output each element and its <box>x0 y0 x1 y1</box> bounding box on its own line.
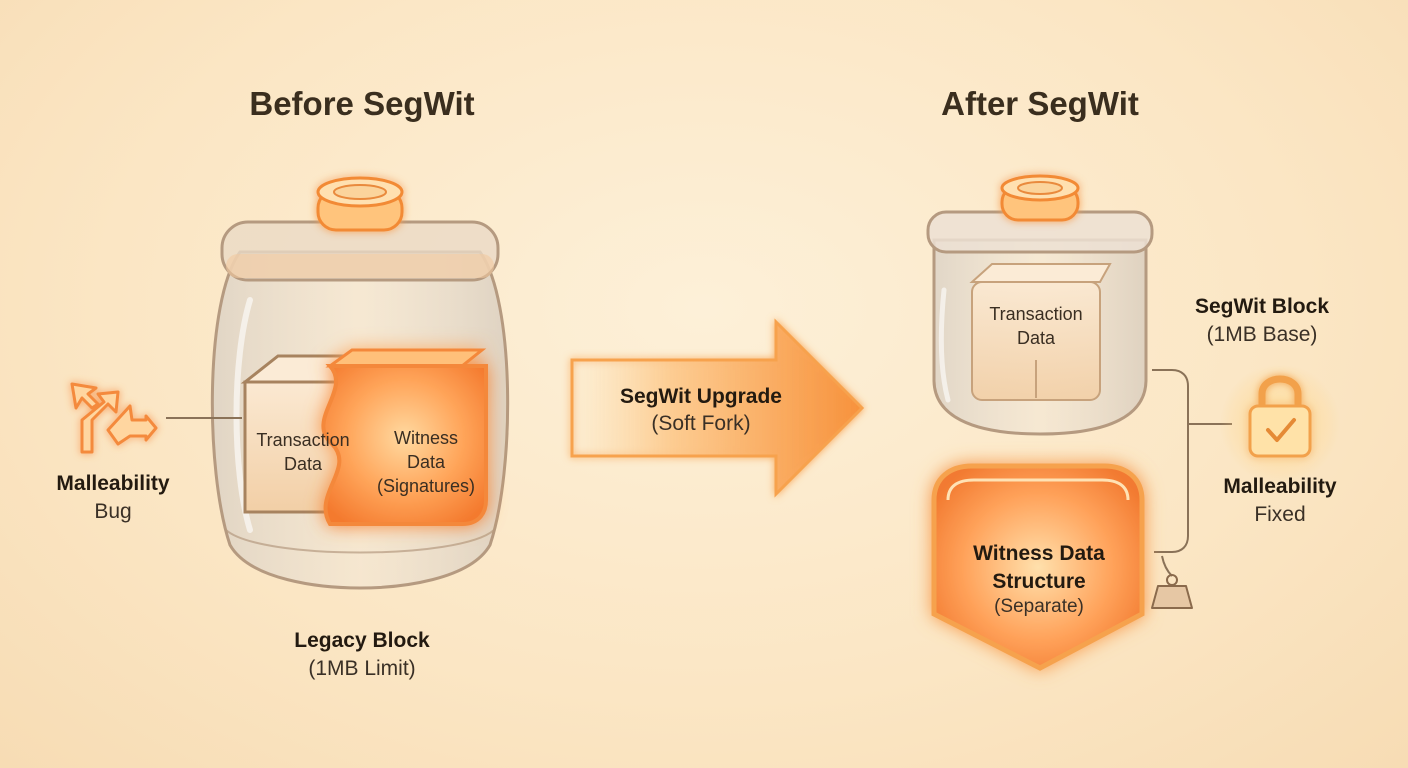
witness-structure-sublabel: (Separate) <box>994 596 1084 617</box>
segwit-upgrade-arrow <box>570 318 865 498</box>
legacy-jar-cap <box>316 176 404 232</box>
segwit-tx-label-line2: Data <box>1016 328 1056 348</box>
segwit-tx-label-line1: Transaction <box>989 304 1083 324</box>
malleability-fixed-label: Malleability <box>1223 475 1337 498</box>
lock-icon <box>1220 364 1340 484</box>
after-segwit-title: After SegWit <box>941 85 1139 122</box>
segwit-block-sublabel: (1MB Base) <box>1206 323 1318 346</box>
legacy-block-sublabel: (1MB Limit) <box>308 657 416 680</box>
segwit-jar-cap <box>1000 174 1080 222</box>
before-segwit-title: Before SegWit <box>249 85 475 122</box>
legacy-witness-label-line2: Data <box>406 452 446 472</box>
malleability-bug-icon <box>70 382 158 454</box>
legacy-witness-label-line1: Witness <box>393 428 458 448</box>
malleability-bug-sublabel: Bug <box>94 500 132 523</box>
legacy-witness-data <box>321 348 488 526</box>
segwit-upgrade-sublabel: (Soft Fork) <box>651 412 751 435</box>
legacy-witness-label-line3: (Signatures) <box>376 476 476 496</box>
malleability-bug-label: Malleability <box>56 472 170 495</box>
malleability-fixed-sublabel: Fixed <box>1254 503 1306 526</box>
segwit-upgrade-label: SegWit Upgrade <box>620 385 782 408</box>
legacy-tx-label-line2: Data <box>283 454 323 474</box>
segwit-block-label: SegWit Block <box>1195 295 1329 318</box>
weight-tag-icon <box>1151 555 1193 609</box>
segwit-transaction-cube <box>969 263 1112 401</box>
witness-structure-label-line1: Witness Data <box>973 542 1105 565</box>
legacy-block-label: Legacy Block <box>294 629 430 652</box>
witness-data-hexagon <box>931 463 1145 671</box>
witness-structure-label-line2: Structure <box>992 570 1086 593</box>
legacy-tx-label-line1: Transaction <box>256 430 350 450</box>
